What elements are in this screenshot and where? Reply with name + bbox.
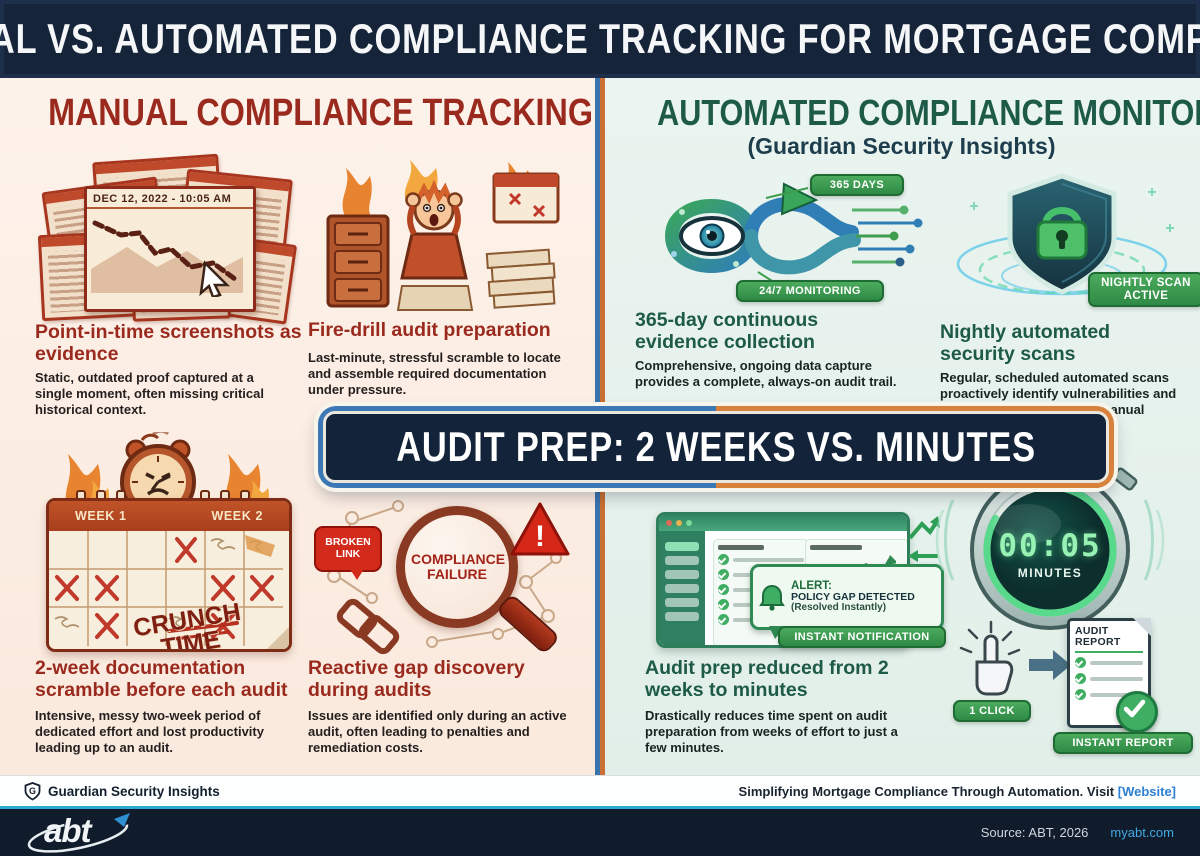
alert-detail: POLICY GAP DETECTED — [791, 591, 915, 604]
svg-text:G: G — [29, 786, 36, 796]
compliance-failure-label: COMPLIANCE FAILURE — [411, 551, 506, 582]
screenshot-timestamp: DEC 12, 2022 - 10:05 AM — [87, 189, 253, 209]
crunch-calendar-illustration: WEEK 1 WEEK 2 — [40, 432, 295, 656]
item-body: Comprehensive, ongoing data capture prov… — [635, 358, 897, 389]
window-dot-yellow — [676, 520, 682, 526]
infinity-eye-icon — [664, 182, 923, 287]
badge-247-monitoring: 24/7 MONITORING — [736, 280, 884, 303]
gap-discovery-illustration: COMPLIANCE FAILURE BROKEN LINK ! — [312, 496, 580, 658]
item-body: Drastically reduces time spent on audit … — [645, 708, 898, 755]
alert-heading: ALERT: — [791, 580, 832, 593]
page-title: MANUAL VS. AUTOMATED COMPLIANCE TRACKING… — [0, 15, 1200, 62]
arrow-right-icon — [1029, 650, 1071, 680]
shield-lock-icon — [956, 173, 1174, 296]
item-title: 2-week documentation scramble before eac… — [35, 657, 288, 701]
checkmark-icon — [1116, 691, 1158, 733]
audit-report-title: AUDIT REPORT — [1075, 625, 1121, 649]
window-dot-red — [666, 520, 672, 526]
guardian-shield-icon: G — [24, 781, 41, 801]
badge-nightly-scan: NIGHTLY SCAN ACTIVE — [1088, 272, 1200, 308]
dashboard-sidebar — [659, 531, 705, 645]
manual-heading: MANUAL COMPLIANCE TRACKING — [48, 92, 593, 134]
fire-drill-illustration — [312, 160, 574, 312]
hand-click-icon — [959, 620, 1021, 696]
source-credit: Source: ABT, 2026 myabt.com — [980, 825, 1174, 840]
myabt-link[interactable]: myabt.com — [1110, 825, 1174, 840]
footer-tagline: Simplifying Mortgage Compliance Through … — [738, 783, 1176, 799]
item-title: Fire-drill audit preparation — [308, 319, 551, 341]
window-dot-green — [686, 520, 692, 526]
broken-link-badge: BROKEN LINK — [314, 526, 382, 580]
alert-bubble: ALERT: POLICY GAP DETECTED (Resolved Ins… — [750, 564, 944, 639]
abt-logo-swoosh-icon — [27, 812, 130, 853]
audit-report-document: AUDIT REPORT — [1067, 618, 1158, 733]
bell-icon — [759, 584, 785, 611]
item-body: Last-minute, stressful scramble to locat… — [308, 350, 561, 397]
badge-instant-notification: INSTANT NOTIFICATION — [778, 626, 946, 649]
footer-brand: G Guardian Security Insights — [24, 781, 220, 801]
security-scan-illustration: NIGHTLY SCAN ACTIVE — [942, 166, 1200, 318]
warning-triangle-icon: ! — [510, 502, 570, 556]
badge-365-days: 365 DAYS — [810, 174, 904, 197]
header-banner: MANUAL VS. AUTOMATED COMPLIANCE TRACKING… — [0, 0, 1200, 78]
item-title: Nightly automated security scans — [940, 321, 1111, 365]
svg-text:!: ! — [535, 520, 545, 553]
automated-subheading: (Guardian Security Insights) — [747, 133, 1056, 159]
banner-text: AUDIT PREP: 2 WEEKS VS. MINUTES — [396, 423, 1036, 470]
stopwatch-illustration: 00:05 MINUTES 1 CLICK AUDIT REPORT — [935, 450, 1197, 766]
screenshots-illustration: DEC 12, 2022 - 10:05 AM — [37, 153, 298, 325]
abt-logo: abt — [26, 811, 146, 855]
continuous-monitoring-illustration: 365 DAYS 24/7 MONITORING — [638, 168, 930, 306]
badge-instant-report: INSTANT REPORT — [1053, 732, 1193, 755]
stopwatch-time: 00:05 MINUTES — [970, 528, 1130, 580]
calendar-week2-label: WEEK 2 — [211, 509, 263, 523]
padlock-shackle — [1042, 207, 1082, 225]
item-body: Intensive, messy two-week period of dedi… — [35, 708, 264, 755]
dashboard-illustration: ALERT: POLICY GAP DETECTED (Resolved Ins… — [650, 504, 946, 654]
crunch-calendar: WEEK 1 WEEK 2 — [46, 498, 292, 652]
calendar-week1-label: WEEK 1 — [75, 509, 127, 523]
item-title: Reactive gap discovery during audits — [308, 657, 525, 701]
item-body: Static, outdated proof captured at a sin… — [35, 370, 264, 417]
calendar-grid-icon — [49, 531, 283, 646]
center-banner: AUDIT PREP: 2 WEEKS VS. MINUTES — [318, 406, 1115, 488]
window-titlebar — [659, 515, 907, 531]
item-title: 365-day continuous evidence collection — [635, 309, 819, 353]
item-title: Point-in-time screenshots as evidence — [35, 321, 302, 365]
declining-chart-icon — [91, 220, 243, 299]
stopwatch-unit: MINUTES — [1017, 566, 1083, 580]
magnifier-icon: COMPLIANCE FAILURE — [396, 506, 518, 628]
main-screenshot-window: DEC 12, 2022 - 10:05 AM — [84, 186, 256, 312]
alert-note: (Resolved Instantly) — [791, 602, 887, 614]
fire-drill-scene-icon — [326, 160, 560, 311]
badge-1-click: 1 CLICK — [953, 700, 1031, 723]
automated-heading: AUTOMATED COMPLIANCE MONITORING — [657, 92, 1200, 133]
attribution-bar: abt Source: ABT, 2026 myabt.com — [0, 806, 1200, 856]
item-title: Audit prep reduced from 2 weeks to minut… — [645, 657, 889, 701]
item-body: Issues are identified only during an act… — [308, 708, 567, 755]
cursor-arrow-icon — [199, 260, 231, 299]
footer-strip: G Guardian Security Insights Simplifying… — [0, 775, 1200, 806]
website-link[interactable]: [Website] — [1117, 783, 1176, 799]
